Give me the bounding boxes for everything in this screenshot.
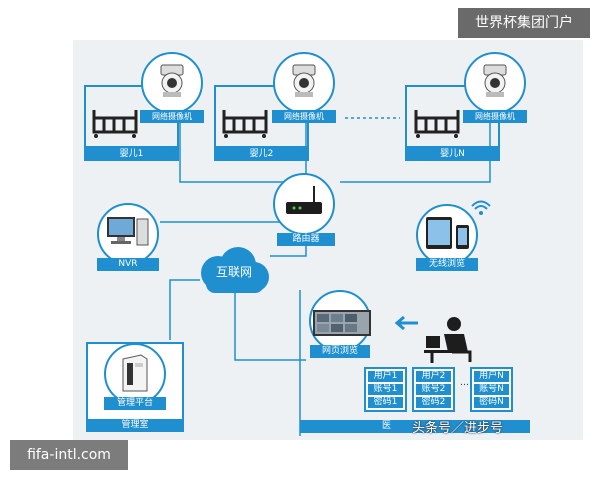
server-icon bbox=[119, 353, 151, 393]
camera-label-2: 网络摄像机 bbox=[272, 110, 336, 123]
site-url-badge: fifa-intl.com bbox=[10, 440, 128, 470]
internet-label: 互联网 bbox=[210, 263, 258, 280]
web-browse-label: 网页浏览 bbox=[310, 345, 370, 358]
management-room-label: 管理室 bbox=[86, 419, 184, 432]
crib-icon bbox=[412, 104, 462, 138]
toutiao-watermark: 头条号／进步号 bbox=[412, 417, 503, 436]
camera-label-1: 网络摄像机 bbox=[140, 110, 204, 123]
room-label-1: 婴儿1 bbox=[84, 148, 179, 161]
user-label: 用户1 bbox=[368, 371, 403, 382]
credential-ellipsis: … bbox=[460, 378, 469, 388]
camera-label-n: 网络摄像机 bbox=[463, 110, 527, 123]
wireless-label: 无线浏览 bbox=[416, 258, 478, 271]
room-label-n: 婴儿N bbox=[405, 148, 500, 161]
monitor-icon bbox=[311, 308, 373, 338]
password-label: 密码2 bbox=[416, 397, 451, 408]
credential-box-n: 用户N 账号N 密码N bbox=[470, 367, 513, 412]
user-desk-icon bbox=[424, 316, 480, 364]
account-label: 账号N bbox=[474, 384, 509, 395]
user-label: 用户2 bbox=[416, 371, 451, 382]
password-label: 密码N bbox=[474, 397, 509, 408]
wifi-icon bbox=[470, 198, 492, 216]
account-label: 账号2 bbox=[416, 384, 451, 395]
management-platform-label: 管理平台 bbox=[104, 397, 166, 410]
credential-box-2: 用户2 账号2 密码2 bbox=[412, 367, 455, 412]
account-label: 账号1 bbox=[368, 384, 403, 395]
tablet-phone-icon bbox=[424, 215, 472, 251]
arrow-user-web bbox=[397, 317, 418, 329]
router-label: 路由器 bbox=[277, 233, 335, 246]
crib-icon bbox=[90, 104, 140, 138]
computer-icon bbox=[105, 215, 151, 251]
site-banner: 世界杯集团门户 bbox=[458, 8, 590, 38]
nvr-label: NVR bbox=[97, 258, 159, 271]
crib-icon bbox=[220, 104, 270, 138]
hospital-label-text: 医 bbox=[382, 421, 391, 431]
camera-icon bbox=[155, 63, 189, 99]
credential-box-1: 用户1 账号1 密码1 bbox=[364, 367, 407, 412]
camera-icon bbox=[287, 63, 321, 99]
room-label-2: 婴儿2 bbox=[214, 148, 309, 161]
camera-icon bbox=[478, 63, 512, 99]
user-label: 用户N bbox=[474, 371, 509, 382]
password-label: 密码1 bbox=[368, 397, 403, 408]
router-icon bbox=[282, 184, 326, 218]
